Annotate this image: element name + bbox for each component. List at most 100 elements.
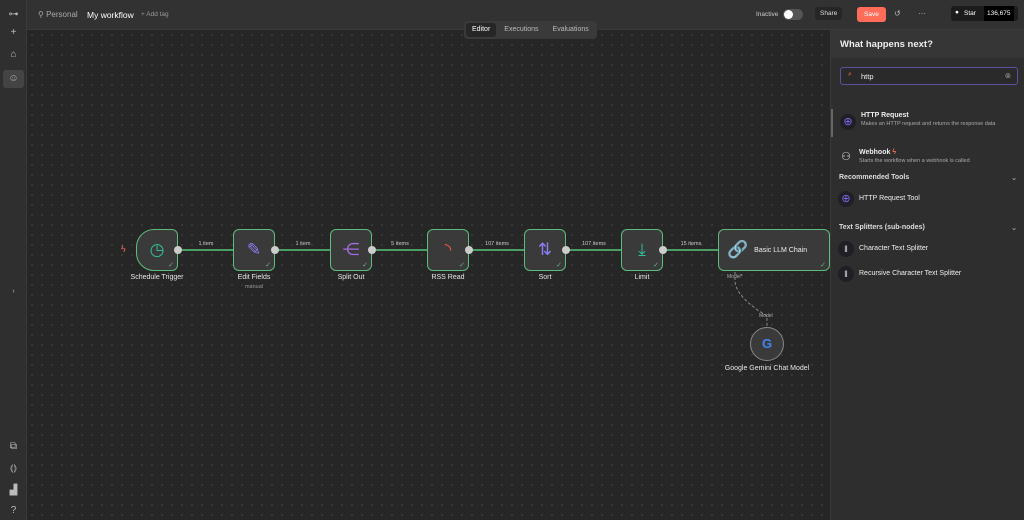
edge-label: 5 items [391, 241, 409, 247]
left-sidebar: ⊶ + ⌂ ☺ › ⧉ ⦅⦆ ▟ ? [0, 0, 27, 520]
user-icon[interactable]: ☺ [3, 70, 24, 88]
add-icon[interactable]: + [10, 27, 17, 38]
globe-icon: ⊕ [840, 114, 856, 130]
connection[interactable] [663, 249, 718, 251]
connection[interactable] [178, 249, 233, 251]
item-title: HTTP Request [861, 112, 909, 119]
share-button[interactable]: Share [815, 7, 843, 20]
node-basic-llm-chain[interactable]: 🔗Basic LLM Chain✓ [718, 229, 830, 271]
output-handle[interactable] [174, 246, 182, 254]
result-recursive-character-text-splitter[interactable]: ‖ Recursive Character Text Splitter [831, 263, 1024, 287]
google-icon: G [761, 336, 773, 351]
node-label: RSS Read [431, 274, 465, 281]
active-toggle[interactable] [783, 9, 803, 20]
section-title: Recommended Tools [839, 174, 910, 181]
star-count: 136,675 [984, 6, 1014, 21]
panel-title: What happens next? [831, 30, 1024, 58]
model-port-label: Model* [727, 274, 743, 280]
workflow-canvas[interactable] [27, 30, 830, 520]
result-webhook[interactable]: ⚇ Webhook ϟ Starts the workflow when a w… [831, 146, 1024, 170]
result-character-text-splitter[interactable]: ‖ Character Text Splitter [831, 238, 1024, 262]
connection[interactable] [275, 249, 330, 251]
trigger-bolt-icon: ϟ [121, 244, 126, 254]
view-tabs: Editor Executions Evaluations [464, 21, 597, 39]
clear-icon[interactable]: ⊗ [1004, 71, 1011, 80]
github-star-button[interactable]: ● Star 136,675 [951, 6, 1018, 21]
node-label: Schedule Trigger [130, 274, 184, 281]
node-rss-read[interactable]: ◝✓ [427, 229, 469, 271]
item-desc: Starts the workflow when a webhook is ca… [859, 158, 970, 164]
node-split-out[interactable]: ⋲✓ [330, 229, 372, 271]
node-label: Sort [538, 274, 552, 281]
variables-icon[interactable]: ⦅⦆ [10, 463, 17, 474]
connection[interactable] [566, 249, 621, 251]
github-icon: ● [955, 9, 959, 16]
model-connection [734, 272, 768, 326]
item-desc: Makes an HTTP request and returns the re… [861, 121, 996, 127]
splitter-icon: ‖ [838, 266, 854, 282]
project-breadcrumb[interactable]: ⚲ Personal [38, 10, 78, 19]
item-title: Character Text Splitter [859, 245, 929, 252]
edge-label: 107 items [582, 241, 606, 247]
more-button[interactable]: ··· [918, 9, 926, 18]
output-handle[interactable] [368, 246, 376, 254]
add-tag-link[interactable]: + Add tag [141, 11, 169, 18]
edge-label: 107 items [485, 241, 509, 247]
search-icon: ⌕ [848, 71, 852, 78]
tab-executions[interactable]: Executions [504, 26, 539, 33]
edge-label: 1 item [198, 241, 214, 247]
help-icon[interactable]: ? [10, 505, 17, 516]
output-handle[interactable] [659, 246, 667, 254]
sort-icon: ⇅ [537, 240, 553, 259]
history-icon[interactable]: ↺ [894, 9, 901, 18]
chevron-down-icon: ⌄ [1011, 175, 1017, 182]
model-port-label: Model [759, 313, 773, 319]
output-handle[interactable] [465, 246, 473, 254]
section-recommended-tools[interactable]: Recommended Tools ⌄ [839, 174, 1017, 182]
output-handle[interactable] [562, 246, 570, 254]
node-subtitle: manual [244, 284, 264, 290]
section-text-splitters[interactable]: Text Splitters (sub-nodes) ⌄ [839, 224, 1017, 232]
star-label: Star [964, 10, 976, 17]
node-label: Split Out [337, 274, 365, 281]
edge-label: 1 item [295, 241, 311, 247]
split-icon: ⋲ [342, 240, 360, 259]
node-label: Edit Fields [237, 274, 271, 281]
rss-icon: ◝ [444, 240, 452, 259]
save-button[interactable]: Save [857, 7, 886, 22]
globe-icon: ⊕ [838, 191, 854, 207]
node-label: Limit [634, 274, 650, 281]
result-http-request[interactable]: ⊕ HTTP Request Makes an HTTP request and… [831, 109, 1024, 137]
project-name: Personal [46, 10, 78, 19]
node-sort[interactable]: ⇅✓ [524, 229, 566, 271]
node-schedule-trigger[interactable]: ◷✓ [136, 229, 178, 271]
tab-evaluations[interactable]: Evaluations [552, 26, 589, 33]
insights-icon[interactable]: ▟ [9, 485, 18, 496]
node-google-gemini[interactable]: G [750, 327, 784, 361]
result-http-request-tool[interactable]: ⊕ HTTP Request Tool [831, 188, 1024, 212]
link-icon: 🔗 [727, 240, 749, 259]
edge-label: 15 items [680, 241, 702, 247]
connection[interactable] [372, 249, 427, 251]
chevron-down-icon: ⌄ [1011, 225, 1017, 232]
section-title: Text Splitters (sub-nodes) [839, 224, 925, 231]
templates-icon[interactable]: ⧉ [9, 441, 18, 452]
connection[interactable] [469, 249, 524, 251]
item-title: Webhook [859, 149, 891, 156]
search-input[interactable]: ⌕ http ⊗ [840, 67, 1018, 85]
node-limit[interactable]: ⤓✓ [621, 229, 663, 271]
clock-icon: ◷ [149, 240, 165, 259]
item-title: Recursive Character Text Splitter [859, 270, 962, 277]
node-edit-fields[interactable]: ✎✓ [233, 229, 275, 271]
output-handle[interactable] [271, 246, 279, 254]
splitter-icon: ‖ [838, 241, 854, 257]
n8n-logo-icon: ⊶ [8, 9, 19, 20]
item-title: HTTP Request Tool [859, 195, 920, 202]
node-label: Google Gemini Chat Model [724, 365, 810, 372]
home-icon[interactable]: ⌂ [10, 49, 17, 60]
node-creator-panel: What happens next? ⌕ http ⊗ ⊕ HTTP Reque… [830, 30, 1024, 520]
tab-editor[interactable]: Editor [466, 23, 497, 37]
workflow-name[interactable]: My workflow [87, 10, 134, 20]
expand-sidebar-icon[interactable]: › [12, 288, 15, 295]
webhook-icon: ⚇ [841, 151, 851, 163]
